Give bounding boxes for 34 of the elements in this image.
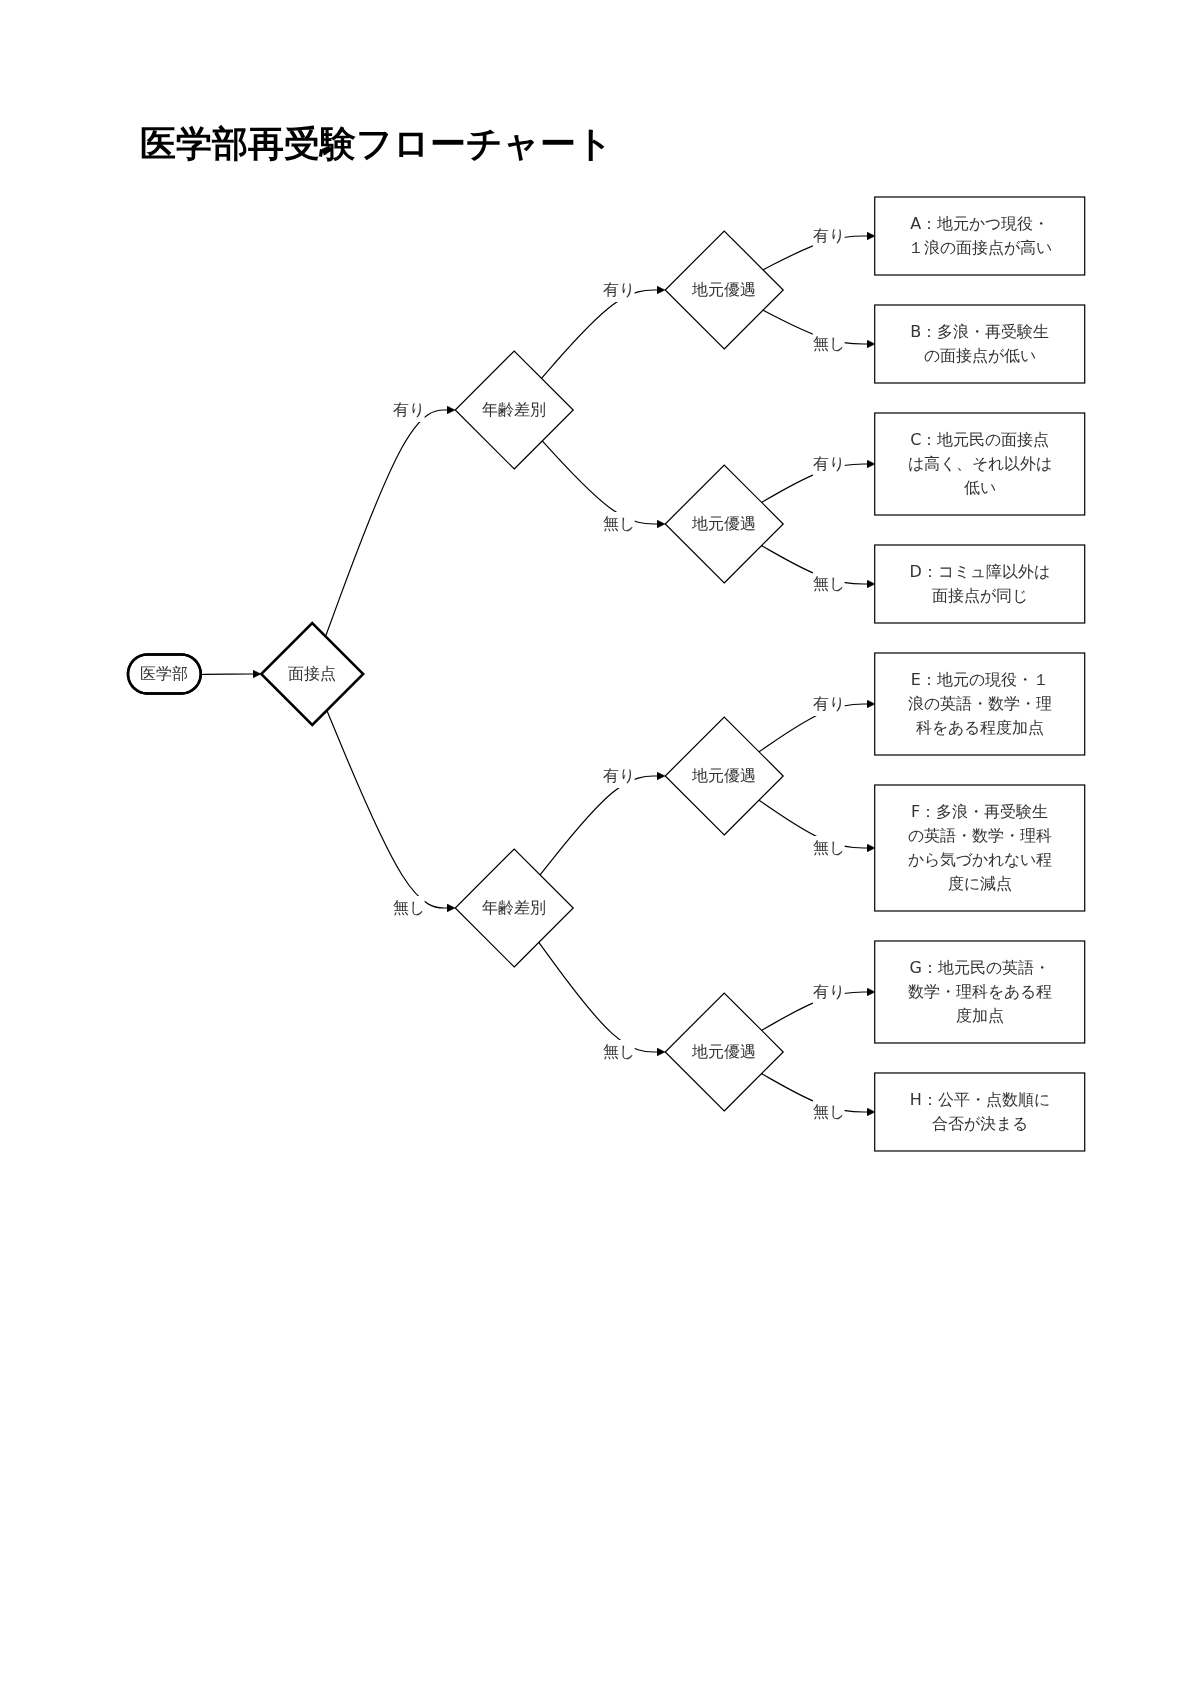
- node-diamond: 年齢差別: [454, 350, 575, 470]
- edge-label: 無し: [812, 334, 845, 353]
- arrow: [538, 941, 666, 1057]
- edge-label: 有り: [812, 693, 845, 713]
- node-box: G：地元民の英語・数学・理科をある程度加点: [874, 940, 1086, 1044]
- edge-label: 有り: [392, 400, 425, 419]
- node-diamond: 年齢差別: [454, 848, 575, 968]
- edge-label: 無し: [602, 513, 635, 533]
- edge-label: 無し: [392, 897, 425, 917]
- edge-label: 有り: [602, 765, 635, 785]
- edge-label: 有り: [812, 226, 845, 245]
- node-box: C：地元民の面接点は高く、それ以外は低い: [874, 412, 1086, 516]
- arrow: [540, 285, 666, 380]
- node-box: B：多浪・再受験生の面接点が低い: [874, 304, 1086, 384]
- edge-label: 有り: [812, 454, 845, 473]
- node-diamond: 地元優遇: [664, 230, 785, 350]
- edge-label: 有り: [812, 981, 845, 1001]
- edge-label: 無し: [812, 1101, 845, 1121]
- diagram-title: 医学部再受験フローチャート: [140, 122, 614, 166]
- node-diamond: 地元優遇: [664, 716, 785, 836]
- node-diamond: 地元優遇: [664, 992, 785, 1112]
- arrow: [539, 771, 666, 876]
- edge-label: 無し: [602, 1041, 635, 1061]
- node-box: E：地元の現役・１浪の英語・数学・理科をある程度加点: [874, 652, 1086, 756]
- node-box: D：コミュ障以外は面接点が同じ: [874, 544, 1086, 624]
- node-box: H：公平・点数順に合否が決まる: [874, 1072, 1086, 1152]
- arrow: [200, 669, 262, 679]
- node-box: A：地元かつ現役・１浪の面接点が高い: [874, 196, 1086, 276]
- node-diamond: 地元優遇: [664, 464, 785, 584]
- edge-label: 有り: [602, 280, 635, 299]
- node-box: F：多浪・再受験生の英語・数学・理科から気づかれない程度に減点: [874, 784, 1086, 912]
- edge-label: 無し: [812, 837, 845, 857]
- node-diamond: 面接点: [259, 621, 365, 727]
- edge-label: 無し: [812, 573, 845, 593]
